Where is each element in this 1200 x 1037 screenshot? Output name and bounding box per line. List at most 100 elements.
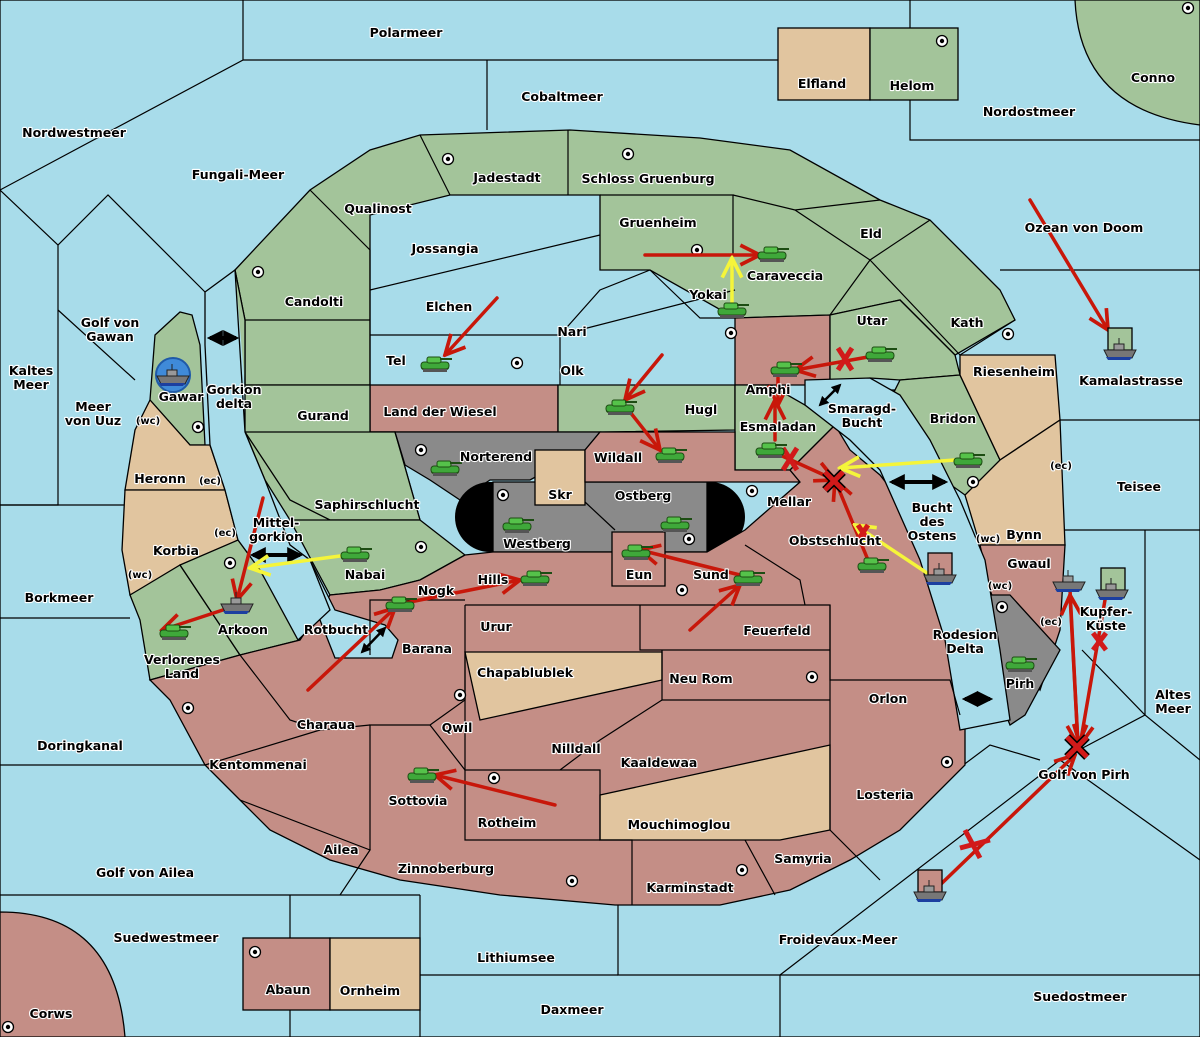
label-kamala: Kamalastrasse (1079, 373, 1183, 388)
label-neurom: Neu Rom (669, 671, 732, 686)
label-kaltes-2: Meer (13, 377, 49, 392)
label-qwil: Qwil (442, 720, 473, 735)
label-yokai: Yokai (688, 287, 727, 302)
label-hugl: Hugl (685, 402, 718, 417)
supply-center-icon (441, 152, 455, 166)
label-zinnoberburg: Zinnoberburg (398, 861, 494, 876)
label-kaltes: Kaltes (9, 363, 53, 378)
supply-center-icon (935, 34, 949, 48)
x-golf-pirh (1064, 734, 1090, 760)
label-helom: Helom (890, 78, 935, 93)
label-saphir: Saphirschlucht (315, 497, 420, 512)
label-kupfer-2: Küste (1086, 618, 1126, 633)
label-kupfer: Kupfer- (1080, 604, 1133, 619)
label-wildall: Wildall (594, 450, 642, 465)
sea-bucht-des-ostens[interactable] (804, 377, 1011, 731)
support-orders (250, 258, 957, 575)
label-ozean: Ozean von Doom (1025, 220, 1144, 235)
label-nari: Nari (557, 324, 586, 339)
label-chapa: Chapablublek (477, 665, 574, 680)
label-nogk: Nogk (418, 583, 455, 598)
label-uuz-2: von Uuz (65, 413, 121, 428)
supply-center-icon (621, 147, 635, 161)
label-smaragd: Smaragd- (828, 401, 896, 416)
label-suedostmeer: Suedostmeer (1033, 989, 1127, 1004)
label-nilldall: Nilldall (551, 741, 600, 756)
label-charaua: Charaua (297, 717, 355, 732)
supply-center-icon (682, 532, 696, 546)
territory-elfland[interactable] (777, 27, 871, 101)
territory-conno[interactable] (1074, 0, 1200, 126)
label-bucht-2: des (920, 514, 945, 529)
label-gurand: Gurand (297, 408, 349, 423)
label-arkoon: Arkoon (218, 622, 268, 637)
label-gorkion-2: delta (216, 396, 252, 411)
label-golf-gawan: Golf von (81, 315, 140, 330)
territory-ornheim[interactable] (329, 937, 421, 1011)
coast-tag: (ec) (199, 476, 221, 487)
label-pirh: Pirh (1006, 676, 1035, 691)
coast-tag: (ec) (214, 528, 236, 539)
label-doringkanal: Doringkanal (37, 738, 123, 753)
label-losteria: Losteria (856, 787, 913, 802)
label-eun: Eun (626, 567, 652, 582)
label-borkmeer: Borkmeer (25, 590, 95, 605)
label-karminstadt: Karminstadt (646, 880, 733, 895)
label-elchen: Elchen (426, 299, 473, 314)
x-mellar (822, 469, 846, 493)
label-golf-ailea: Golf von Ailea (96, 865, 194, 880)
label-urur: Urur (480, 619, 512, 634)
label-rodesion-2: Delta (946, 641, 984, 656)
label-fungali: Fungali-Meer (192, 167, 285, 182)
north-borders (245, 130, 1016, 385)
territory-hugl[interactable] (557, 384, 736, 433)
supply-center-icon (414, 443, 428, 457)
label-riesenheim: Riesenheim (973, 364, 1055, 379)
south-borders (204, 544, 961, 905)
supply-center-icon (248, 945, 262, 959)
label-obst: Obstschlucht (789, 533, 881, 548)
label-bridon: Bridon (930, 411, 976, 426)
sea-gorkion-channel[interactable] (204, 268, 331, 642)
label-mouchi: Mouchimoglou (628, 817, 731, 832)
label-westberg: Westberg (503, 536, 571, 551)
label-golf-pirh: Golf von Pirh (1038, 767, 1129, 782)
label-korbia: Korbia (153, 543, 199, 558)
label-cobaltmeer: Cobaltmeer (521, 89, 603, 104)
label-hills: Hills (478, 572, 509, 587)
label-kath: Kath (951, 315, 984, 330)
label-ostberg: Ostberg (615, 488, 672, 503)
supply-center-icon (496, 488, 510, 502)
label-polarmeer: Polarmeer (370, 25, 444, 40)
label-norterend: Norterend (460, 449, 532, 464)
supply-center-icon (1, 1020, 15, 1034)
coast-tag: (wc) (988, 581, 1012, 592)
label-gruenheim: Gruenheim (619, 215, 696, 230)
label-samyria: Samyria (774, 851, 832, 866)
label-barana: Barana (402, 641, 452, 656)
label-corws: Corws (30, 1006, 73, 1021)
label-nordwestmeer: Nordwestmeer (22, 125, 127, 140)
label-conno: Conno (1131, 70, 1176, 85)
territory-corws[interactable] (0, 911, 126, 1037)
label-skr: Skr (548, 487, 572, 502)
label-sottovia: Sottovia (389, 793, 448, 808)
x-utar (835, 346, 855, 372)
label-wiesel: Land der Wiesel (383, 404, 496, 419)
label-mellar: Mellar (767, 494, 812, 509)
label-rodesion: Rodesion (933, 627, 998, 642)
units (155, 246, 1137, 903)
label-bucht: Bucht (912, 500, 953, 515)
label-verl-2: Land (165, 666, 199, 681)
label-nordostmeer: Nordostmeer (983, 104, 1076, 119)
label-verl: Verlorenes (144, 652, 220, 667)
label-smaragd-2: Bucht (842, 415, 883, 430)
supply-center-icon (1001, 327, 1015, 341)
label-sund: Sund (693, 567, 729, 582)
supply-center-icon (181, 701, 195, 715)
supply-center-icon (995, 600, 1009, 614)
label-caraveccia: Caraveccia (747, 268, 823, 283)
